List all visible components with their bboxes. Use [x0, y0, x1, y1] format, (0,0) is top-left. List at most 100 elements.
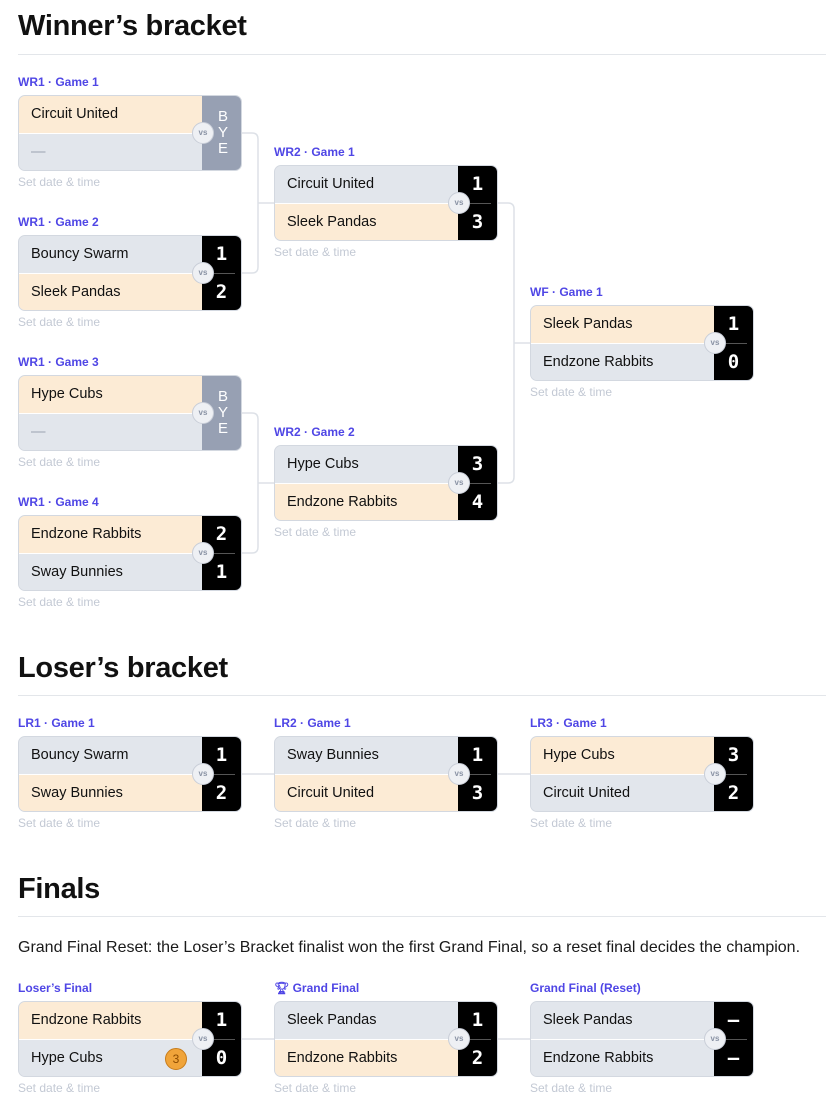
match-label: Grand Final (Reset) — [530, 981, 641, 995]
team-slot-top[interactable]: Endzone Rabbits — [19, 1002, 203, 1039]
team-slot-bottom[interactable]: Circuit United — [531, 775, 715, 811]
vs-badge: vs — [448, 192, 470, 214]
vs-badge: vs — [448, 472, 470, 494]
vs-badge: vs — [192, 262, 214, 284]
team-slot-top[interactable]: Circuit United — [19, 96, 203, 133]
vs-badge: vs — [704, 332, 726, 354]
score-top[interactable]: 1 — [215, 243, 228, 265]
vs-badge: vs — [192, 122, 214, 144]
set-date-time-link[interactable]: Set date & time — [18, 595, 101, 609]
team-slot-top[interactable]: Sleek Pandas — [531, 306, 715, 343]
score-bottom[interactable]: 2 — [727, 782, 740, 804]
match-label-text: WR2 · Game 1 — [274, 145, 355, 159]
team-slot-bottom[interactable]: Sway Bunnies — [19, 554, 203, 590]
score-bottom[interactable]: 2 — [215, 281, 228, 303]
score-top[interactable]: 1 — [471, 1009, 484, 1031]
score-bottom[interactable]: 0 — [727, 351, 740, 373]
score-bottom[interactable]: 2 — [215, 782, 228, 804]
match-label: Loser’s Final — [18, 981, 92, 995]
match-label-text: WR2 · Game 2 — [274, 425, 355, 439]
losers-bracket-heading: Loser’s bracket — [18, 652, 228, 684]
score-top[interactable]: 3 — [727, 744, 740, 766]
match-label-text: LR2 · Game 1 — [274, 716, 351, 730]
team-slot-top[interactable]: Sleek Pandas — [531, 1002, 715, 1039]
set-date-time-link[interactable]: Set date & time — [18, 315, 101, 329]
set-date-time-link[interactable]: Set date & time — [530, 385, 613, 399]
score-divider — [210, 774, 235, 775]
set-date-time-link[interactable]: Set date & time — [274, 1081, 357, 1095]
score-top[interactable]: 1 — [727, 313, 740, 335]
score-bottom[interactable]: 1 — [215, 561, 228, 583]
score-top[interactable]: 1 — [215, 1009, 228, 1031]
team-slot-bottom[interactable]: Endzone Rabbits — [531, 344, 715, 380]
team-slot-bottom[interactable]: Endzone Rabbits — [275, 1040, 459, 1076]
set-date-time-link[interactable]: Set date & time — [274, 816, 357, 830]
match-card[interactable]: Hype Cubs Circuit United 3 2 — [530, 736, 754, 812]
match-label-text: LR1 · Game 1 — [18, 716, 95, 730]
team-slot-top[interactable]: Bouncy Swarm — [19, 236, 203, 273]
score-top[interactable]: 1 — [471, 173, 484, 195]
set-date-time-link[interactable]: Set date & time — [18, 175, 101, 189]
team-slot-top[interactable]: Hype Cubs — [19, 376, 203, 413]
divider — [18, 916, 826, 917]
team-slot-bottom[interactable]: — — [19, 414, 203, 450]
team-slot-top[interactable]: Hype Cubs — [275, 446, 459, 483]
score-divider — [722, 1039, 747, 1040]
team-slot-bottom[interactable]: Endzone Rabbits — [531, 1040, 715, 1076]
set-date-time-link[interactable]: Set date & time — [530, 816, 613, 830]
score-bottom[interactable]: 0 — [215, 1047, 228, 1069]
set-date-time-link[interactable]: Set date & time — [530, 1081, 613, 1095]
vs-badge: vs — [192, 763, 214, 785]
set-date-time-link[interactable]: Set date & time — [18, 816, 101, 830]
match-card[interactable]: Bouncy Swarm Sway Bunnies 1 2 — [18, 736, 242, 812]
match-label: LR3 · Game 1 — [530, 716, 607, 730]
score-top[interactable]: 1 — [215, 744, 228, 766]
score-bottom[interactable]: 2 — [471, 1047, 484, 1069]
trophy-icon: 🏆︎ — [274, 981, 293, 995]
team-slot-bottom[interactable]: Endzone Rabbits — [275, 484, 459, 520]
vs-badge: vs — [704, 1028, 726, 1050]
team-slot-top[interactable]: Bouncy Swarm — [19, 737, 203, 774]
divider — [18, 695, 826, 696]
team-slot-top[interactable]: Sway Bunnies — [275, 737, 459, 774]
match-label-text: Grand Final (Reset) — [530, 981, 641, 995]
score-top[interactable]: 2 — [215, 523, 228, 545]
match-label: WR1 · Game 1 — [18, 75, 99, 89]
match-label-text: WF · Game 1 — [530, 285, 603, 299]
set-date-time-link[interactable]: Set date & time — [274, 245, 357, 259]
bye-label: BYE — [217, 108, 228, 157]
score-bottom[interactable]: – — [727, 1047, 740, 1069]
team-slot-bottom[interactable]: Sleek Pandas — [19, 274, 203, 310]
score-top[interactable]: 1 — [471, 744, 484, 766]
score-bottom[interactable]: 3 — [471, 782, 484, 804]
team-slot-bottom[interactable]: Sway Bunnies — [19, 775, 203, 811]
match-label: WR2 · Game 2 — [274, 425, 355, 439]
score-top[interactable]: 3 — [471, 453, 484, 475]
vs-badge: vs — [192, 402, 214, 424]
winners-bracket-heading: Winner’s bracket — [18, 10, 247, 42]
team-slot-top[interactable]: Endzone Rabbits — [19, 516, 203, 553]
bye-label: BYE — [217, 388, 228, 437]
set-date-time-link[interactable]: Set date & time — [274, 525, 357, 539]
score-divider — [722, 343, 747, 344]
score-bottom[interactable]: 4 — [471, 491, 484, 513]
team-slot-bottom[interactable]: Circuit United — [275, 775, 459, 811]
match-label: WF · Game 1 — [530, 285, 603, 299]
team-slot-top[interactable]: Circuit United — [275, 166, 459, 203]
set-date-time-link[interactable]: Set date & time — [18, 1081, 101, 1095]
team-slot-bottom[interactable]: — — [19, 134, 203, 170]
score-top[interactable]: – — [727, 1009, 740, 1031]
team-slot-bottom[interactable]: Sleek Pandas — [275, 204, 459, 240]
team-slot-top[interactable]: Sleek Pandas — [275, 1002, 459, 1039]
seed-badge: 3 — [165, 1048, 187, 1070]
match-label-text: Loser’s Final — [18, 981, 93, 995]
set-date-time-link[interactable]: Set date & time — [18, 455, 101, 469]
vs-badge: vs — [448, 1028, 470, 1050]
team-slot-top[interactable]: Hype Cubs — [531, 737, 715, 774]
score-bottom[interactable]: 3 — [471, 211, 484, 233]
